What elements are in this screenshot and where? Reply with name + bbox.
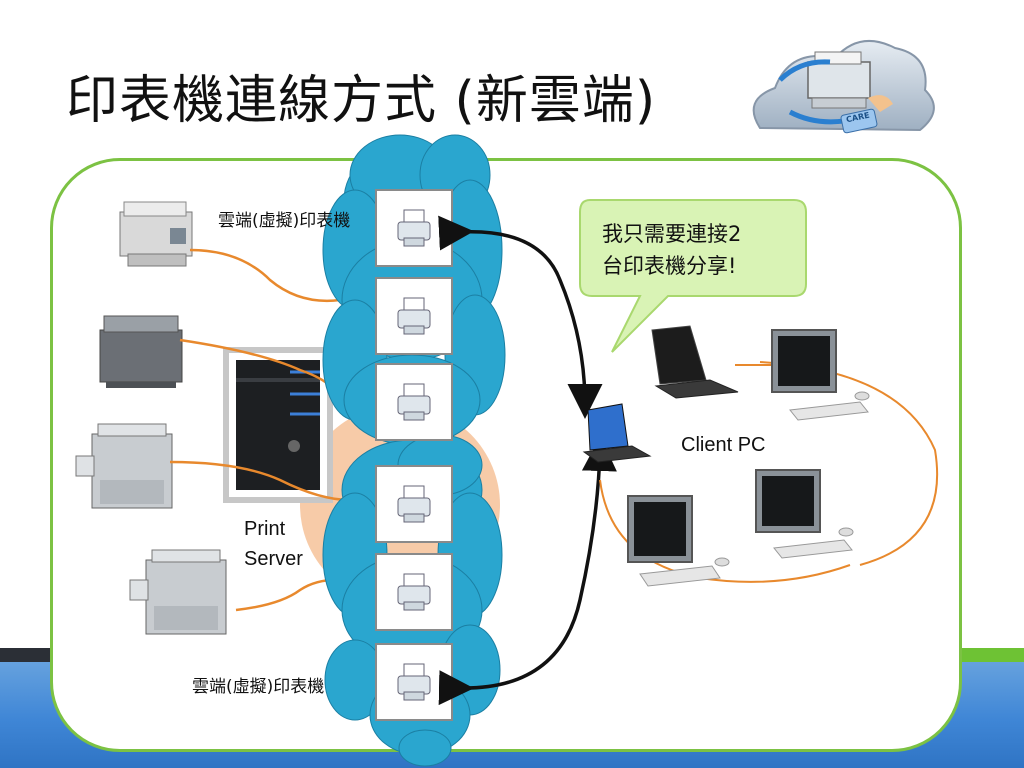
cloud-printer-label-bottom: 雲端(虛擬)印表機 — [192, 677, 325, 697]
print-server-icon — [223, 347, 333, 503]
printer-copier-icon — [75, 423, 173, 509]
virtual-printer-tile-2 — [375, 277, 453, 355]
virtual-printer-tile-3 — [375, 363, 453, 441]
printer-copier-icon-2 — [129, 549, 227, 635]
cloud-printer-label-top: 雲端(虛擬)印表機 — [218, 211, 351, 231]
laptop-icon — [651, 325, 739, 399]
laptop-icon-2 — [582, 403, 652, 463]
callout-text-line2: 台印表機分享! — [602, 254, 737, 278]
speech-callout — [579, 199, 807, 353]
printer-mfp-icon — [99, 315, 183, 388]
virtual-printer-tile-6 — [375, 643, 453, 721]
virtual-printer-tile-1 — [375, 189, 453, 267]
desktop-pc-icon-1 — [771, 329, 870, 421]
printer-laser-icon — [119, 201, 193, 267]
print-server-label: Print Server — [244, 518, 303, 570]
virtual-printer-tile-4 — [375, 465, 453, 543]
desktop-pc-icon-2 — [755, 469, 854, 559]
slide-title: 印表機連線方式 (新雲端) — [66, 71, 657, 131]
virtual-printer-tile-5 — [375, 553, 453, 631]
callout-text-line1: 我只需要連接2 — [602, 222, 742, 246]
desktop-pc-icon-3 — [627, 495, 730, 587]
client-pc-label: Client PC — [681, 434, 766, 456]
